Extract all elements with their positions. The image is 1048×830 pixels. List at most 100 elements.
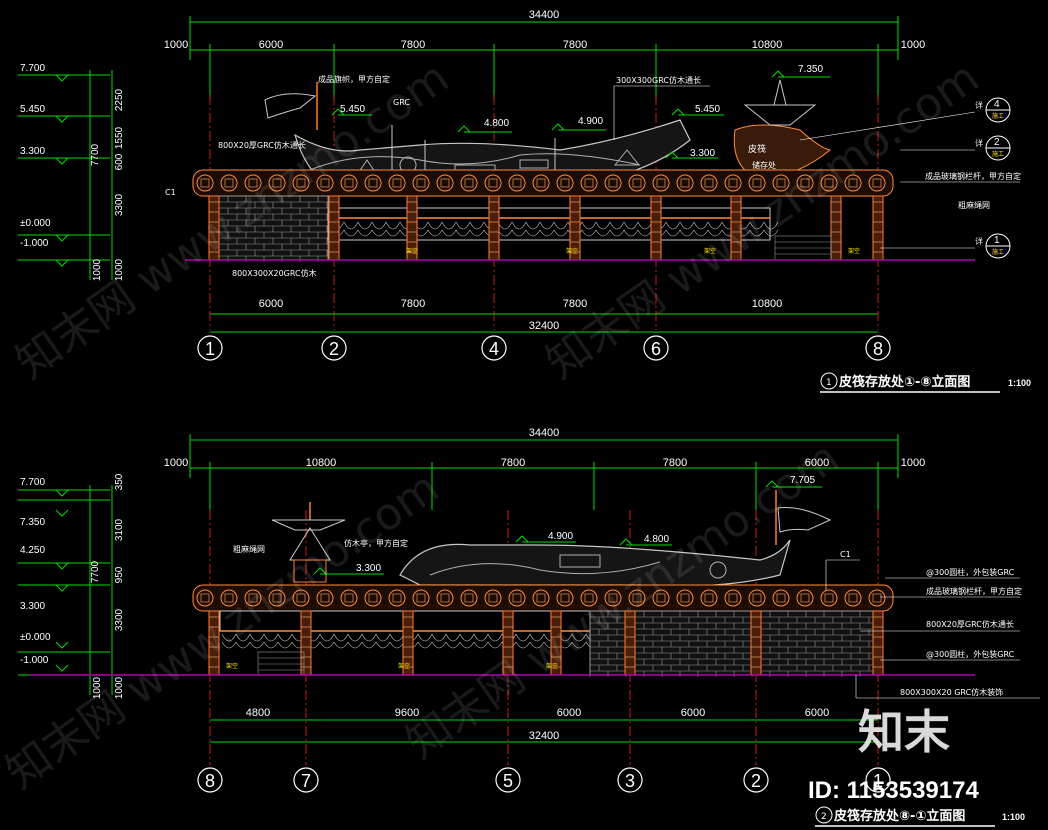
watermark-id: ID: 1153539174: [808, 777, 979, 804]
vdim: 7700: [90, 560, 101, 583]
vdim: 1550: [114, 126, 125, 149]
total-dim-bottom: 32400: [529, 730, 560, 742]
level-label: ±0.000: [20, 218, 51, 229]
elev: 4.900: [578, 116, 603, 127]
dim-seg: 1000: [901, 457, 925, 469]
void-label: 架空: [546, 662, 558, 670]
elev: 4.900: [548, 531, 573, 542]
elev: 4.800: [644, 534, 669, 545]
vdim: 3100: [114, 518, 125, 541]
dim-seg: 9600: [395, 707, 419, 719]
level-label: 3.300: [20, 601, 45, 612]
elev: 7.350: [798, 64, 823, 75]
vdim: 950: [114, 566, 125, 583]
label-col300b: @300圆柱，外包装GRC: [926, 649, 1015, 659]
dim-seg: 6000: [557, 707, 581, 719]
svg-text:1: 1: [994, 235, 1000, 246]
axis-bubble: 6: [643, 335, 669, 361]
svg-text:详: 详: [975, 138, 983, 148]
elev: 3.300: [690, 148, 715, 159]
column: [872, 610, 884, 676]
dim-seg: 1000: [164, 39, 188, 51]
label-glass: 成品玻璃钢栏杆，甲方自定: [926, 586, 1022, 596]
svg-text:3: 3: [625, 771, 635, 791]
level-label: 7.700: [20, 63, 45, 74]
dim-seg: 7800: [563, 39, 587, 51]
level-label: 7.350: [20, 517, 45, 528]
label-flag: 成品旗帜，甲方自定: [318, 74, 390, 84]
svg-text:2: 2: [329, 339, 339, 359]
svg-text:6: 6: [651, 339, 661, 359]
dim-seg: 6000: [805, 457, 829, 469]
svg-text:皮筏存放处⑧-①立面图: 皮筏存放处⑧-①立面图: [833, 808, 965, 824]
vdim: 1000: [92, 258, 103, 281]
svg-text:4: 4: [489, 339, 499, 359]
vdim: 350: [114, 473, 125, 490]
column: [750, 610, 762, 676]
svg-text:8: 8: [873, 339, 883, 359]
svg-text:1:100: 1:100: [1002, 812, 1025, 822]
label-net: 粗麻绳网: [233, 544, 265, 554]
svg-text:施工: 施工: [992, 150, 1004, 158]
dim-seg: 7800: [401, 39, 425, 51]
vdim: 2250: [114, 88, 125, 111]
dim-seg: 10800: [752, 39, 783, 51]
void-label: 架空: [406, 247, 418, 255]
svg-text:知末网 www.znzmo.com: 知末网 www.znzmo.com: [537, 52, 988, 389]
detail-callout: 1 施工 详: [880, 233, 1011, 259]
ornament-band: [196, 174, 886, 192]
elev: 5.450: [695, 104, 720, 115]
elev: 3.300: [356, 563, 381, 574]
axis-bubble: 5: [495, 767, 521, 793]
column: [300, 610, 312, 676]
svg-text:详: 详: [975, 100, 983, 110]
svg-text:2: 2: [751, 771, 761, 791]
label-glass: 成品玻璃钢栏杆，甲方自定: [925, 171, 1021, 181]
level-label: 5.450: [20, 104, 45, 115]
vdim: 7700: [90, 143, 101, 166]
dim-seg: 7800: [663, 457, 687, 469]
label-col300: @300圆柱，外包装GRC: [926, 567, 1015, 577]
dim-seg: 1000: [164, 457, 188, 469]
void-label: 架空: [398, 662, 410, 670]
label-c1: C1: [165, 188, 176, 197]
void-label: 架空: [566, 247, 578, 255]
void-label: 架空: [848, 247, 860, 255]
void-label: 架空: [226, 662, 238, 670]
svg-text:7: 7: [301, 771, 311, 791]
label-grc: GRC: [393, 98, 410, 107]
label-wood800: 800X300X20 GRC仿木装饰: [900, 687, 1003, 697]
elevation-drawing-2: 34400 1000 10800 7800 7800 6000 1000: [18, 427, 1040, 827]
total-dim-bottom: 32400: [529, 320, 560, 332]
vdim: 1000: [92, 676, 103, 699]
svg-text:知末网 www.znzmo.com: 知末网 www.znzmo.com: [7, 52, 458, 389]
drawing-title: 1 皮筏存放处①-⑧立面图 1:100: [820, 372, 1031, 393]
column: [488, 195, 500, 261]
watermark-logo: 知末: [858, 705, 950, 759]
svg-text:施工: 施工: [992, 112, 1004, 120]
column: [650, 195, 662, 261]
elev: 5.450: [340, 104, 365, 115]
svg-text:2: 2: [821, 812, 827, 822]
column: [830, 195, 842, 261]
total-dim-top: 34400: [529, 427, 560, 439]
svg-text:1:100: 1:100: [1008, 378, 1031, 388]
svg-text:1: 1: [826, 378, 832, 388]
dim-seg: 10800: [752, 298, 783, 310]
dim-seg: 10800: [306, 457, 337, 469]
axis-bubble: 7: [293, 767, 319, 793]
column: [872, 195, 884, 261]
dim-seg: 6000: [681, 707, 705, 719]
vdim: 1000: [114, 258, 125, 281]
drawing-title: 2 皮筏存放处⑧-①立面图 1:100: [815, 806, 1025, 827]
label-grc300: 300X300GRC仿木通长: [616, 75, 701, 85]
elevation-drawing-1: 34400 1000 6000 7800 7800 10800 1000: [18, 9, 1031, 393]
label-wood800: 800X300X20GRC仿木: [232, 268, 317, 278]
detail-callout: 4 施工 详: [799, 97, 1011, 141]
dim-seg: 7800: [563, 298, 587, 310]
label-pavilion: 仿木亭，甲方自定: [344, 538, 408, 548]
elev: 4.800: [484, 118, 509, 129]
ornament-band: [196, 589, 886, 607]
axis-bubble: 2: [743, 767, 769, 793]
